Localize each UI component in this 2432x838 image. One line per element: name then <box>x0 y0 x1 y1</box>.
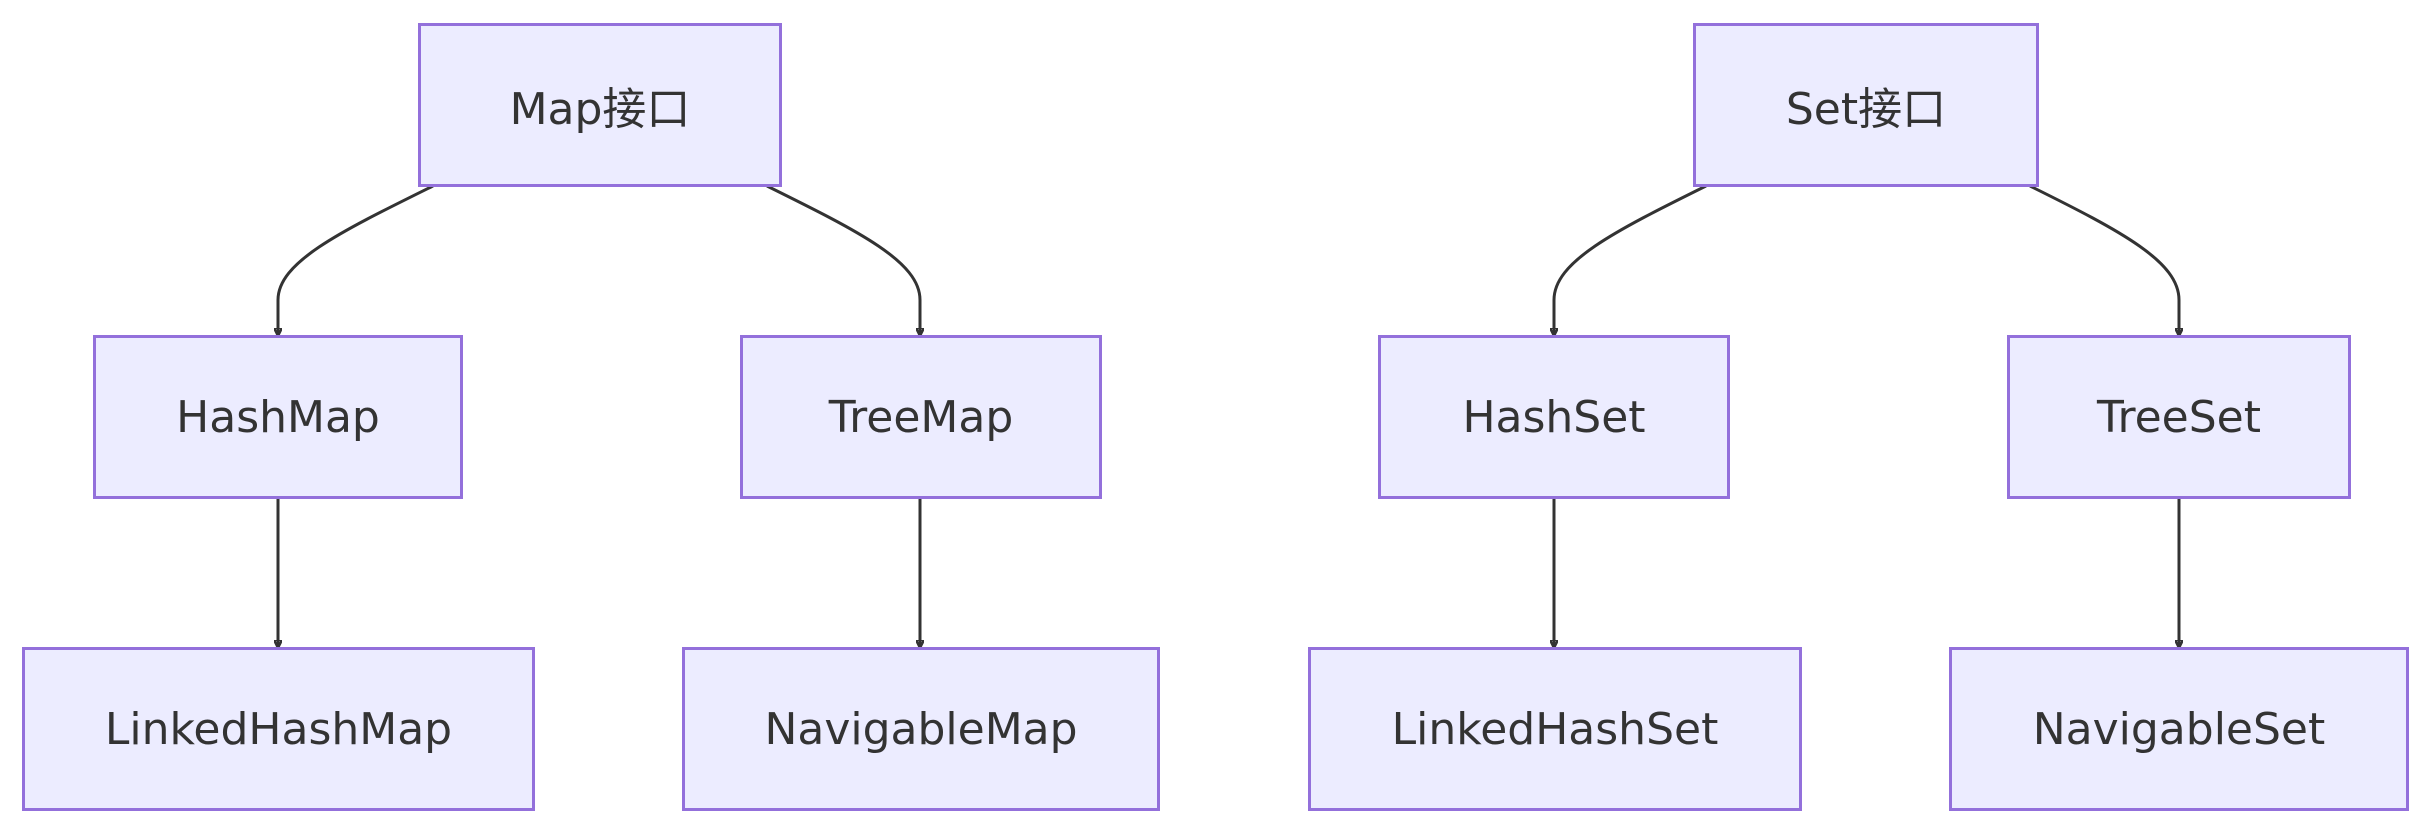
edge-set-to-hashset <box>1554 184 1707 336</box>
map-interface-node: Map接口 <box>418 23 782 187</box>
edge-map-to-hashmap <box>278 184 434 336</box>
hashset-node: HashSet <box>1378 335 1730 499</box>
set-edges <box>1554 184 2179 648</box>
navigablemap-node: NavigableMap <box>682 647 1160 811</box>
linkedhashset-node: LinkedHashSet <box>1308 647 1802 811</box>
edge-set-to-treeset <box>2029 184 2179 336</box>
hashmap-node: HashMap <box>93 335 463 499</box>
navigableset-node: NavigableSet <box>1949 647 2409 811</box>
linkedhashmap-node: LinkedHashMap <box>22 647 535 811</box>
treeset-node: TreeSet <box>2007 335 2351 499</box>
edge-map-to-treemap <box>766 184 920 336</box>
map-edges <box>278 184 920 648</box>
treemap-node: TreeMap <box>740 335 1102 499</box>
set-interface-node: Set接口 <box>1693 23 2039 187</box>
